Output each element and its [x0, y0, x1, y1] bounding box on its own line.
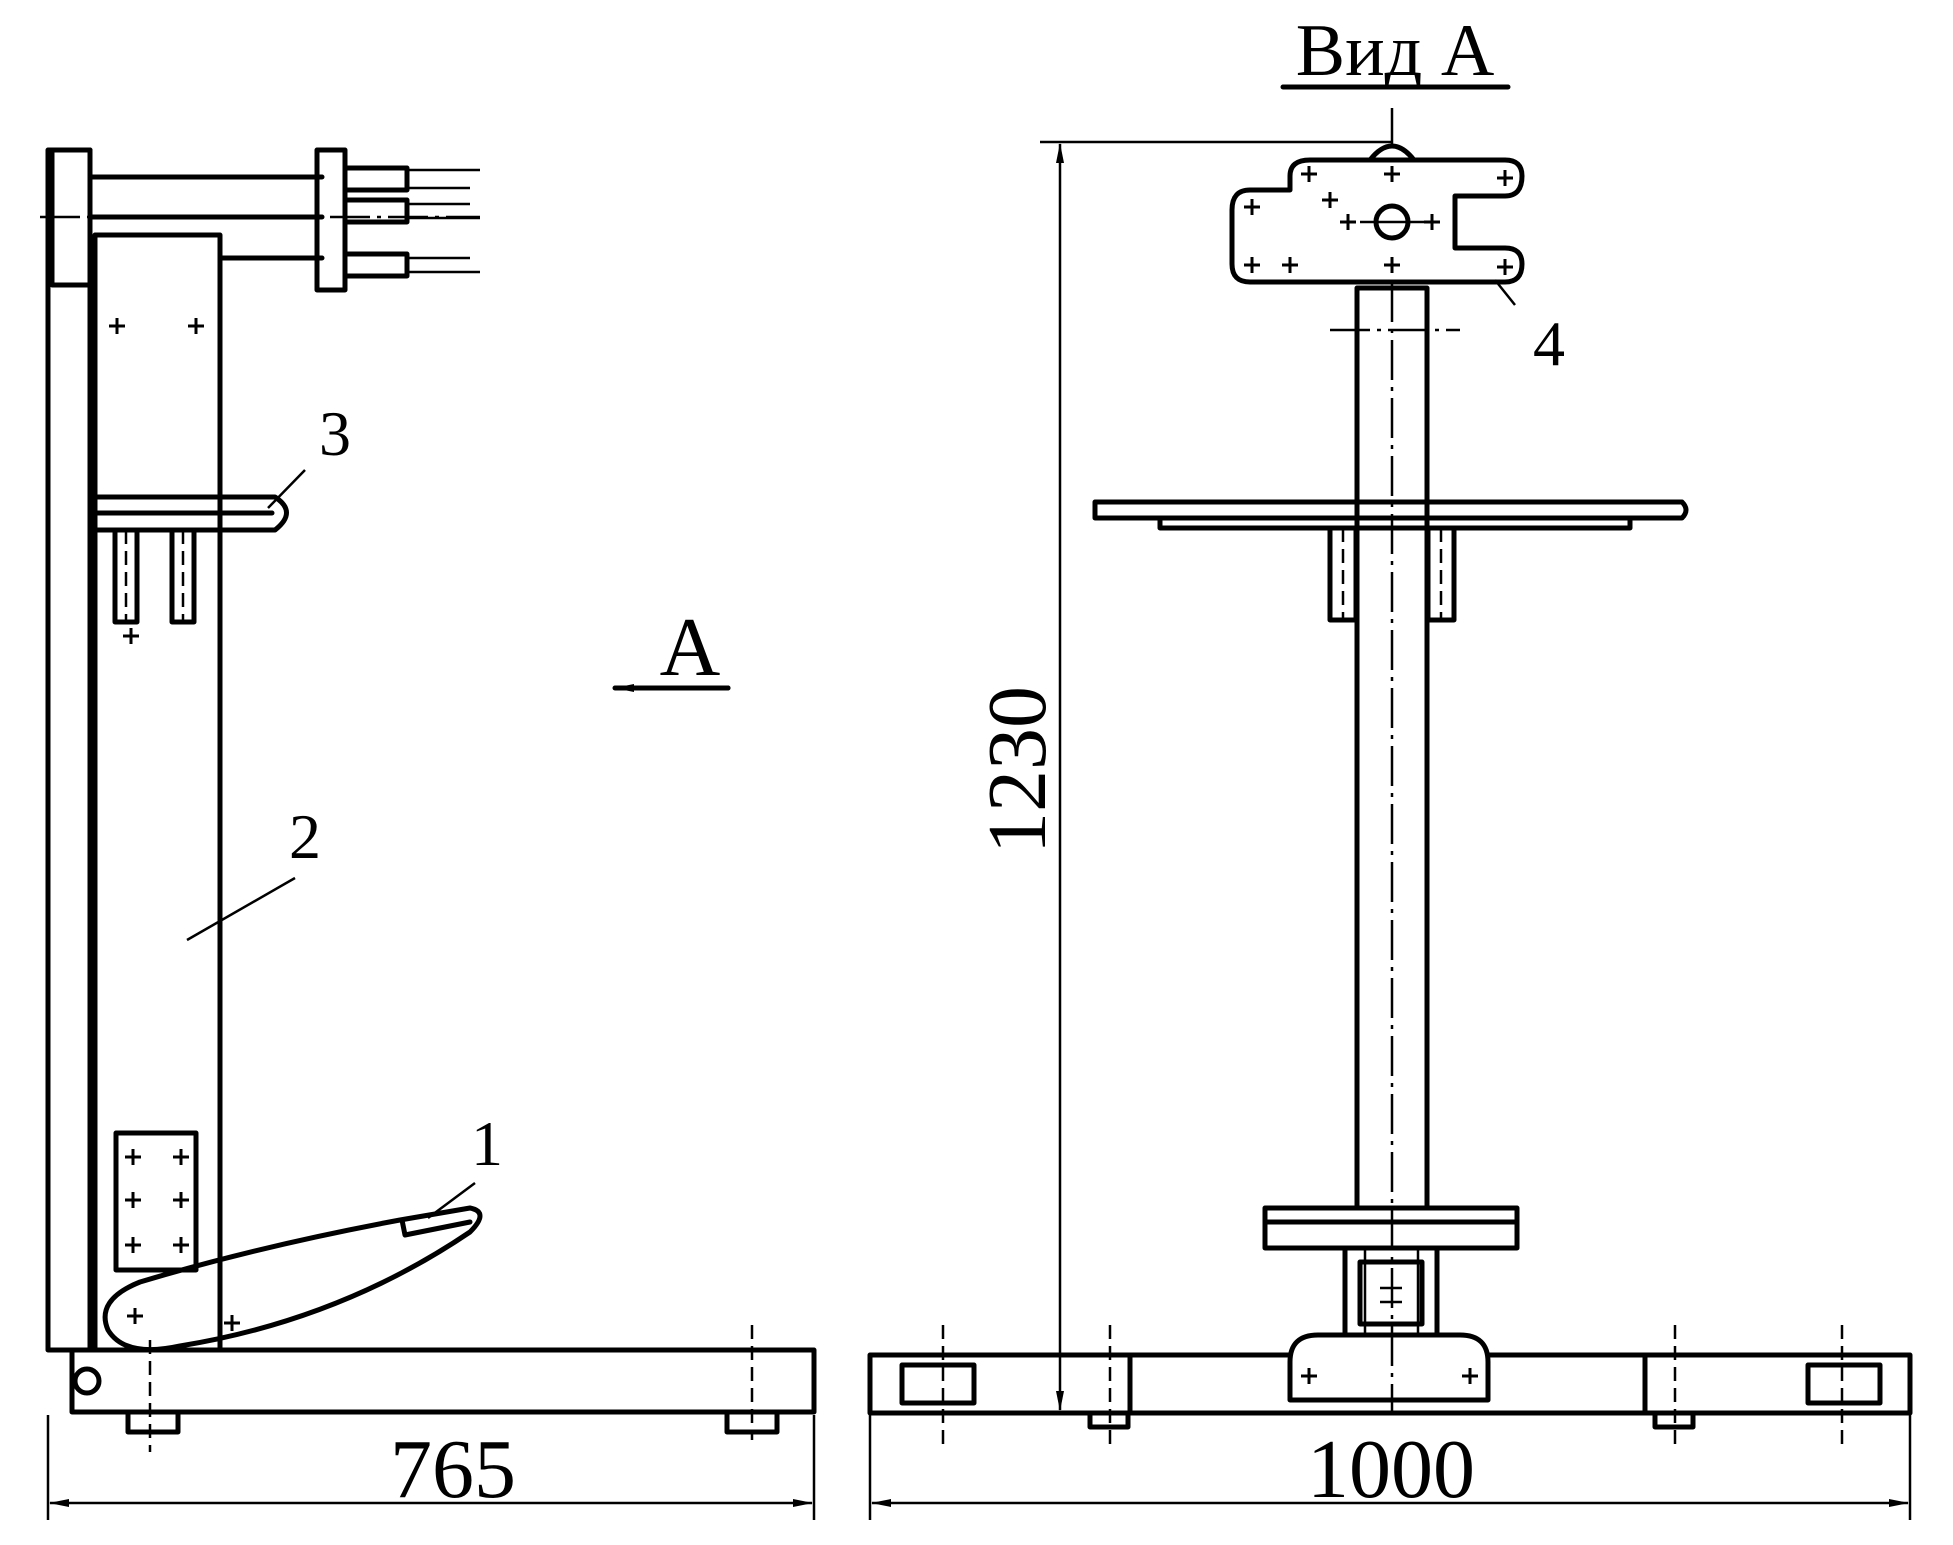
callout-2: 2 — [289, 801, 321, 872]
callout-3: 3 — [319, 398, 351, 469]
leader-4 — [1494, 279, 1516, 306]
side-base-bolt — [72, 1366, 102, 1396]
front-shelf — [1092, 499, 1689, 521]
front-view — [867, 108, 1913, 1445]
leader-3 — [267, 469, 306, 509]
dimension-1000: 1000 — [1307, 1423, 1475, 1516]
side-back-post — [45, 147, 93, 1353]
callout-4: 4 — [1533, 308, 1565, 379]
dimensions — [46, 140, 1912, 1520]
leader-1 — [427, 1181, 476, 1220]
side-view — [40, 147, 817, 1452]
side-connector-flange — [314, 147, 348, 293]
view-arrow-label: А — [660, 601, 721, 694]
side-bolt-plate — [113, 1130, 199, 1273]
front-base-clamp — [1287, 1332, 1491, 1403]
side-shelf — [92, 494, 289, 533]
side-base-foot-left — [125, 1409, 181, 1435]
leader-2 — [186, 876, 296, 942]
side-pedal — [102, 1205, 483, 1353]
dimension-765: 765 — [390, 1423, 516, 1516]
view-title: Вид А — [1296, 10, 1495, 92]
dimension-1230: 1230 — [971, 686, 1064, 854]
callout-1: 1 — [471, 1108, 503, 1179]
side-base-beam — [69, 1347, 817, 1415]
labels: Вид А А 1 2 3 4 765 1000 1230 — [289, 10, 1565, 1516]
